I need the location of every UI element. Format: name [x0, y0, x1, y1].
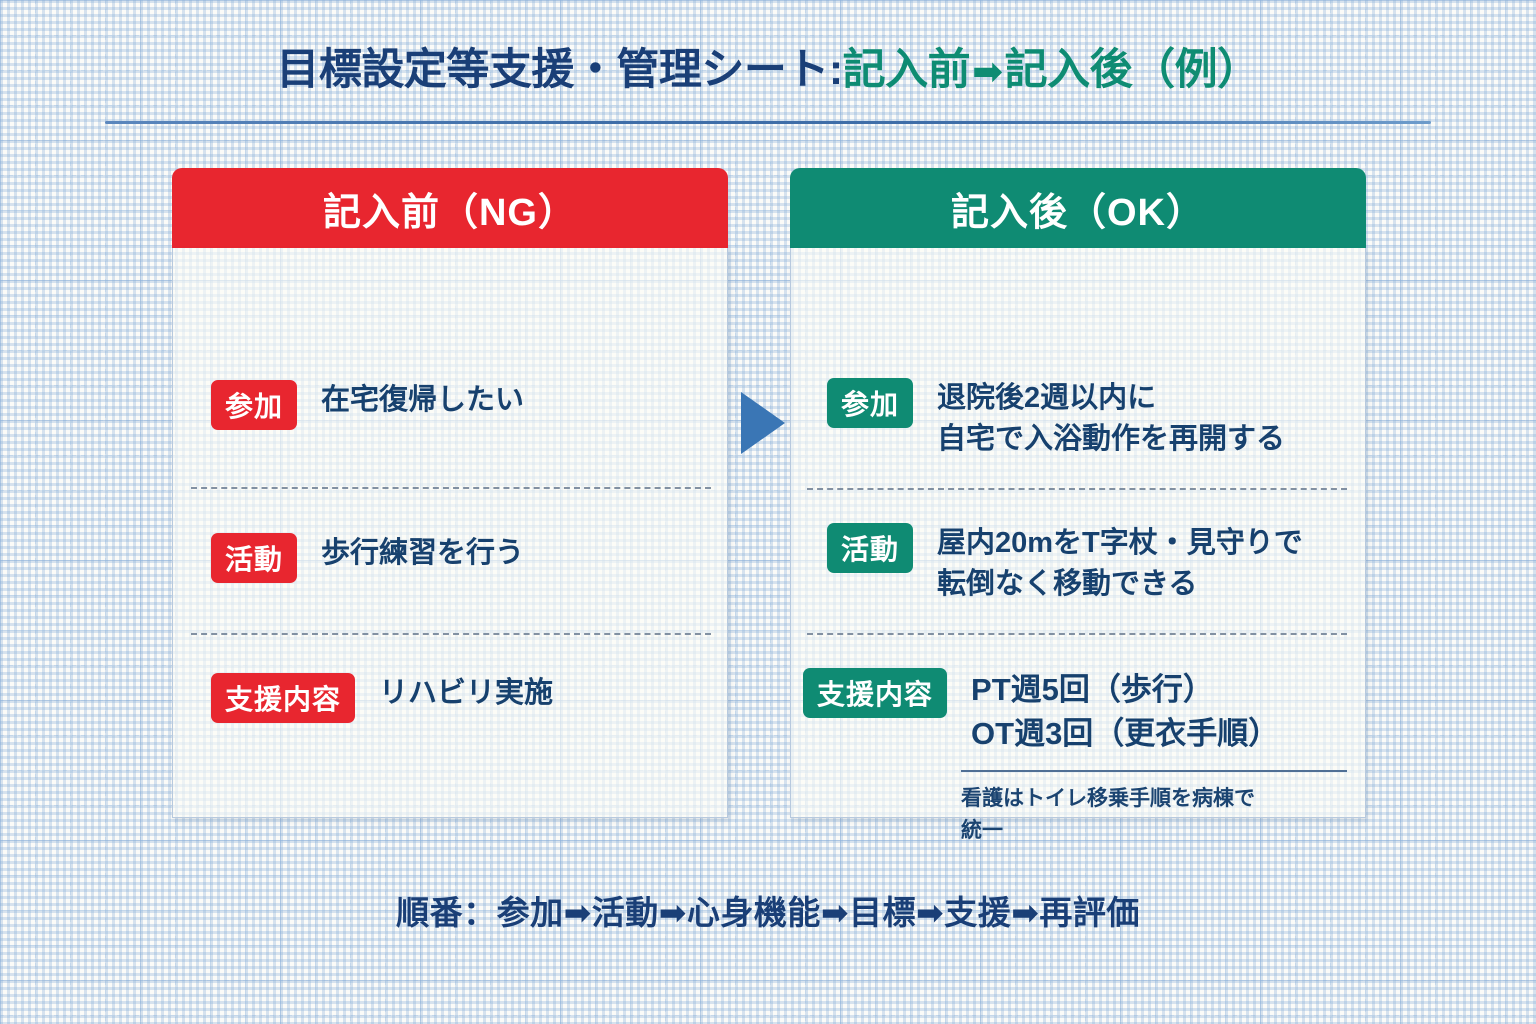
row-divider	[191, 633, 711, 635]
page-title: 目標設定等支援・管理シート:記入前➡記入後（例）	[0, 46, 1536, 95]
row-before-support: 支援内容 リハビリ実施	[211, 673, 553, 723]
row-before-participation: 参加 在宅復帰したい	[211, 380, 524, 430]
row-after-support-text: PT週5回（歩行） OT週3回（更衣手順）	[971, 672, 1280, 752]
badge-support-content: 支援内容	[803, 668, 948, 718]
row-divider	[807, 633, 1347, 635]
badge-activity: 活動	[211, 533, 298, 583]
row-after-activity: 活動 屋内20mをT字杖・見守りで 転倒なく移動できる	[827, 523, 1303, 605]
row-after-support: 支援内容 PT週5回（歩行） OT週3回（更衣手順）	[803, 668, 1279, 756]
row-before-activity: 活動 歩行練習を行う	[211, 533, 524, 583]
footer-sequence: 順番：参加➡活動➡心身機能➡目標➡支援➡再評価	[396, 894, 1140, 931]
panel-after-ok: 記入後（OK） 参加 退院後2週以内に 自宅で入浴動作を再開する 活動 屋内20…	[790, 168, 1366, 842]
panel-after-body: 参加 退院後2週以内に 自宅で入浴動作を再開する 活動 屋内20mをT字杖・見守…	[790, 248, 1366, 842]
row-after-participation: 参加 退院後2週以内に 自宅で入浴動作を再開する	[827, 378, 1285, 460]
badge-participation: 参加	[827, 378, 914, 428]
badge-support-content: 支援内容	[211, 673, 356, 723]
panel-before-ng: 記入前（NG） 参加 在宅復帰したい 活動 歩行練習を行う 支援内容 リハビリ実…	[172, 168, 728, 818]
panel-before-body: 参加 在宅復帰したい 活動 歩行練習を行う 支援内容 リハビリ実施	[172, 248, 728, 818]
panel-before-header: 記入前（NG）	[172, 168, 728, 248]
row-after-activity-text: 屋内20mをT字杖・見守りで 転倒なく移動できる	[937, 527, 1303, 601]
badge-participation: 参加	[211, 380, 298, 430]
row-before-support-text: リハビリ実施	[379, 677, 554, 709]
page-title-after: 記入後（例）	[1004, 46, 1261, 94]
row-after-participation-text: 退院後2週以内に 自宅で入浴動作を再開する	[937, 382, 1286, 456]
page-title-before: 記入前	[842, 46, 971, 94]
note-separator-rule	[961, 770, 1347, 772]
panel-after-header: 記入後（OK）	[790, 168, 1366, 248]
page-title-main: 目標設定等支援・管理シート:	[276, 46, 843, 94]
title-underline-rule	[105, 121, 1431, 124]
triangle-right-icon	[741, 392, 785, 454]
row-divider	[191, 487, 711, 489]
title-arrow-icon: ➡	[972, 51, 1003, 92]
row-divider	[807, 488, 1347, 490]
row-before-activity-text: 歩行練習を行う	[321, 537, 525, 569]
badge-activity: 活動	[827, 523, 914, 573]
row-before-participation-text: 在宅復帰したい	[321, 384, 525, 416]
row-after-support-note: 看護はトイレ移乗手順を病棟で 統一	[961, 787, 1255, 842]
